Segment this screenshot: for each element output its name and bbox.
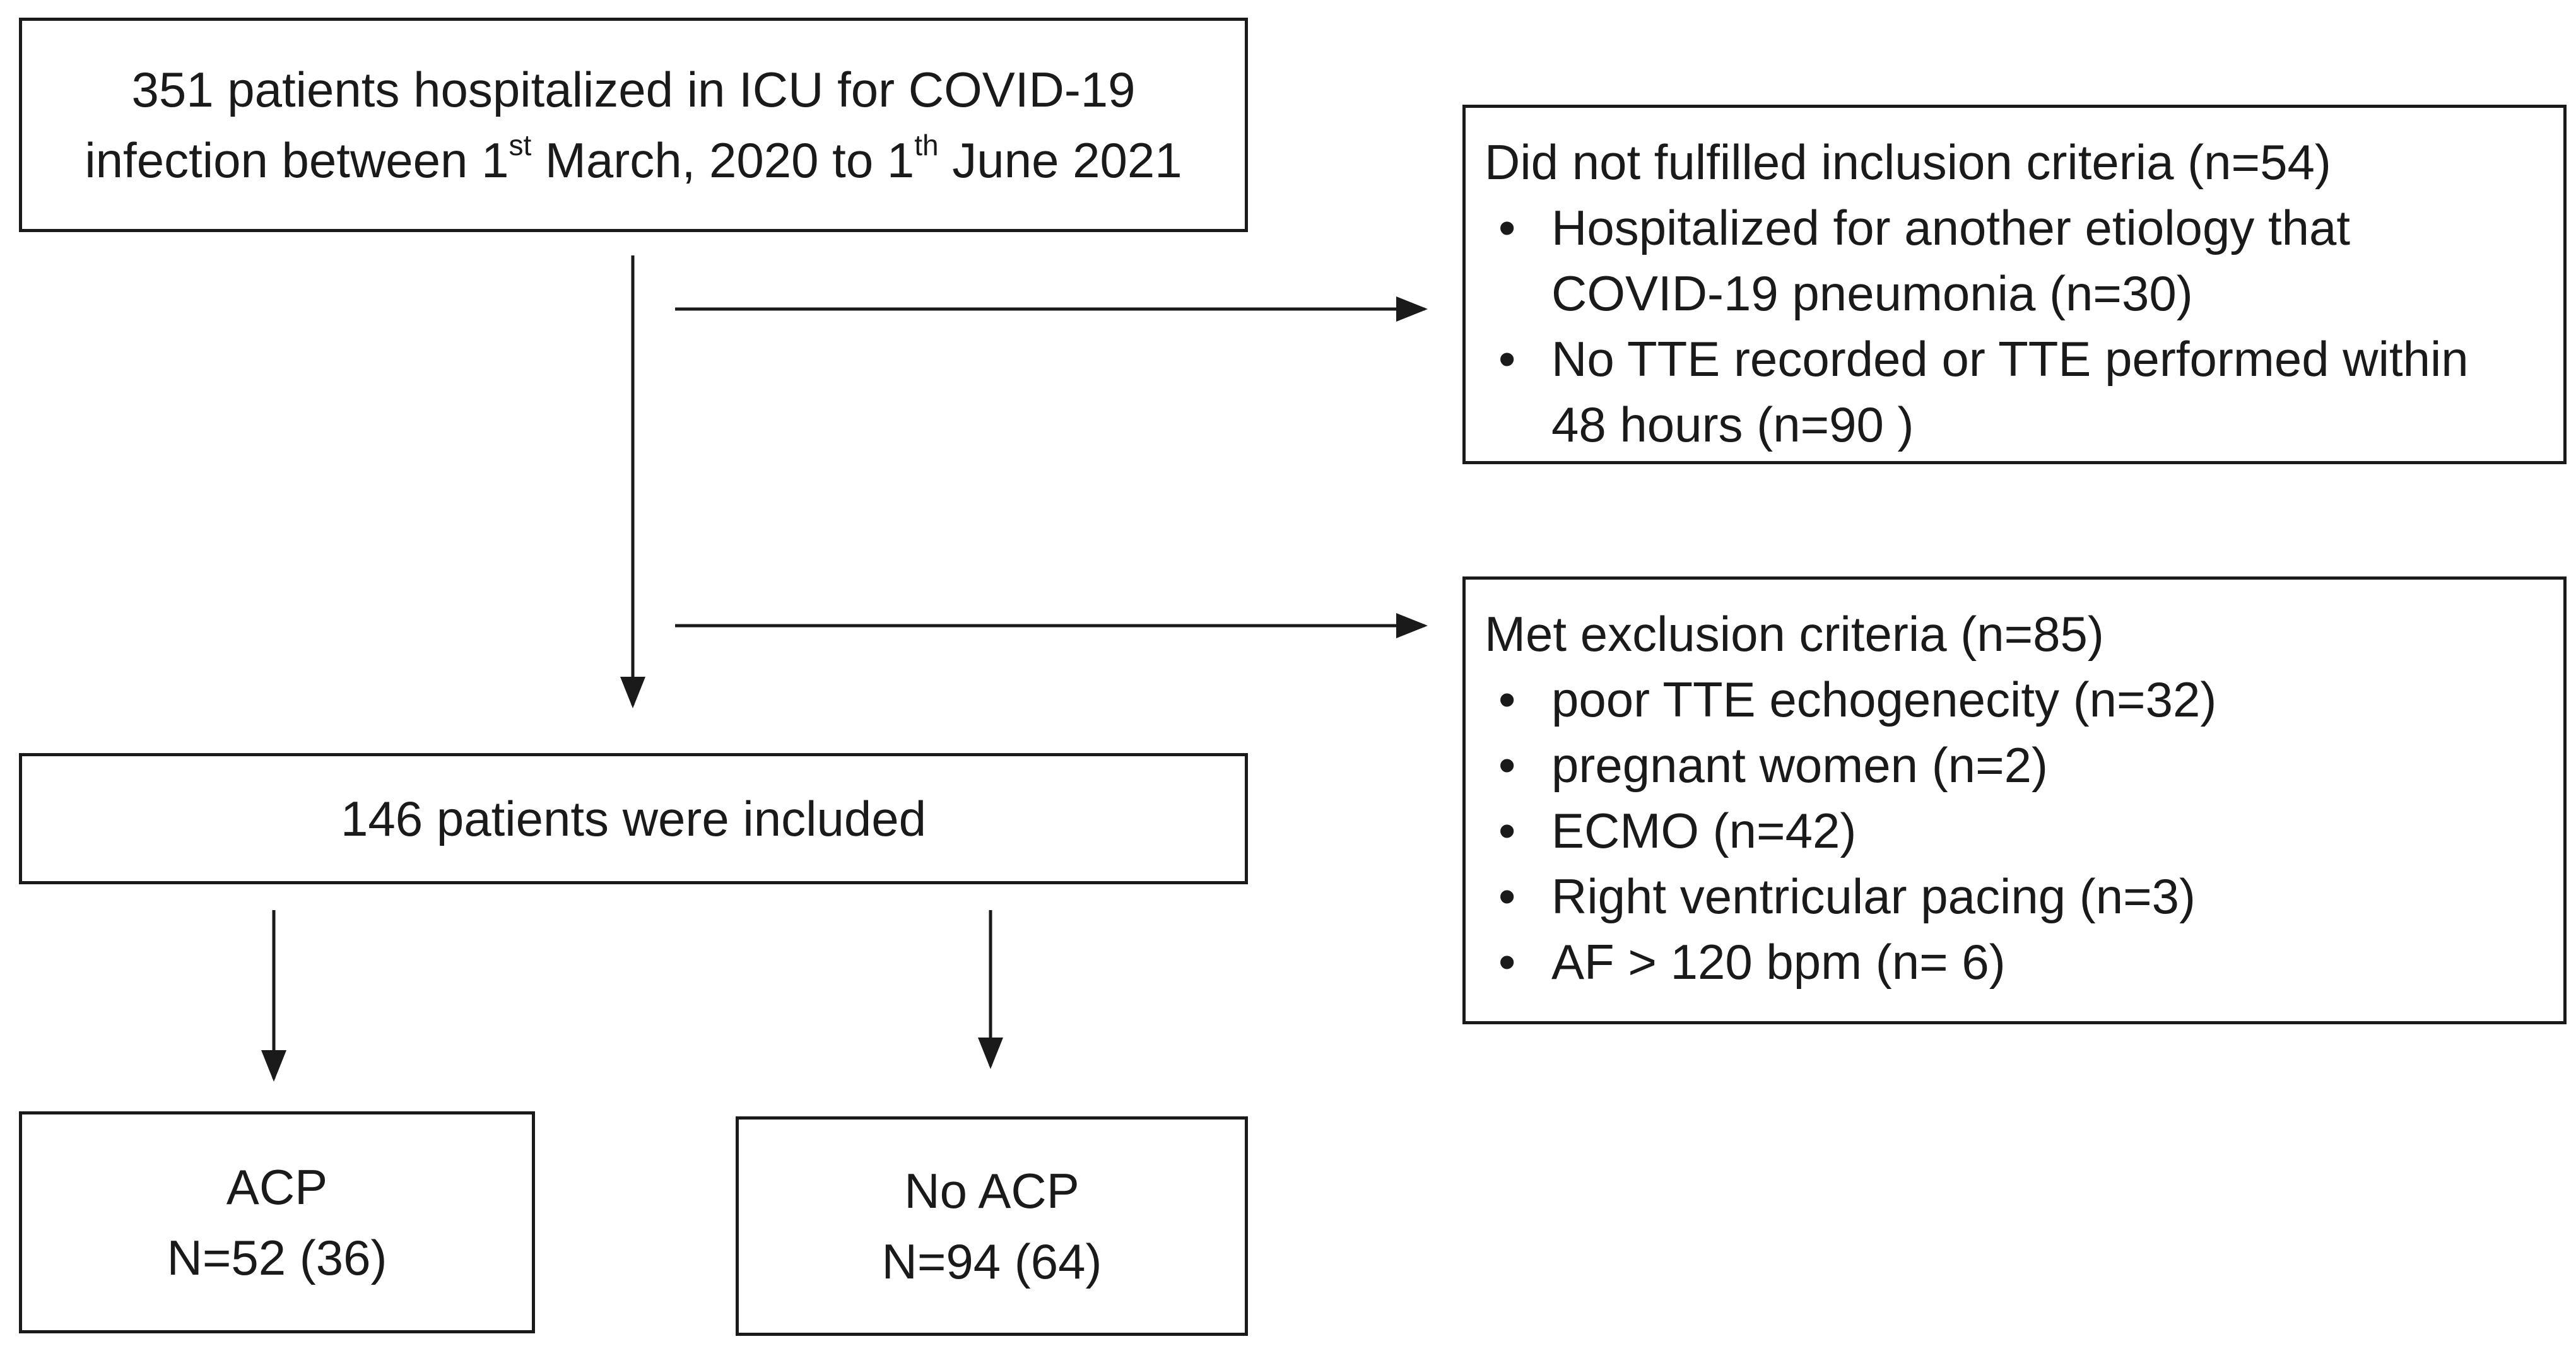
inclusion-item-text: 48 hours (n=90 )	[1551, 397, 1914, 452]
top-box-sup-2: th	[914, 129, 939, 161]
included-patients-text: 146 patients were included	[341, 791, 926, 846]
bullet-glyph: •	[1498, 868, 1516, 924]
no-acp-count: N=94 (64)	[881, 1234, 1102, 1289]
bullet-glyph: •	[1498, 331, 1516, 387]
exclusion-item: • poor TTE echogenecity (n=32)	[1485, 667, 2563, 732]
acp-box: ACP N=52 (36)	[19, 1111, 535, 1333]
exclusion-item-text: AF > 120 bpm (n= 6)	[1551, 934, 2006, 990]
inclusion-item-text: Hospitalized for another etiology that	[1551, 200, 2351, 255]
bullet-glyph: •	[1498, 737, 1516, 793]
top-box: 351 patients hospitalized in ICU for COV…	[19, 18, 1248, 232]
acp-count: N=52 (36)	[167, 1230, 387, 1285]
exclusion-item: • Right ventricular pacing (n=3)	[1485, 863, 2563, 929]
bullet-glyph: •	[1498, 803, 1516, 858]
exclusion-item-text: pregnant women (n=2)	[1551, 737, 2048, 793]
exclusion-item-text: poor TTE echogenecity (n=32)	[1551, 672, 2217, 727]
acp-label: ACP	[226, 1159, 328, 1215]
exclusion-heading: Met exclusion criteria (n=85)	[1485, 606, 2104, 662]
top-box-line-2-b: March, 2020 to 1	[531, 132, 915, 188]
exclusion-item: • pregnant women (n=2)	[1485, 732, 2563, 798]
exclusion-criteria-box: Met exclusion criteria (n=85) • poor TTE …	[1462, 576, 2567, 1024]
no-acp-label: No ACP	[904, 1163, 1079, 1219]
exclusion-item: • ECMO (n=42)	[1485, 798, 2563, 863]
top-box-line-2-c: June 2021	[938, 132, 1182, 188]
included-patients-box: 146 patients were included	[19, 753, 1248, 884]
bullet-glyph: •	[1498, 200, 1516, 255]
top-box-sup-1: st	[509, 129, 532, 161]
bullet-glyph: •	[1498, 672, 1516, 727]
inclusion-heading: Did not fulfilled inclusion criteria (n=…	[1485, 134, 2331, 190]
top-box-line-1: 351 patients hospitalized in ICU for COV…	[131, 62, 1136, 117]
exclusion-item-text: Right ventricular pacing (n=3)	[1551, 868, 2196, 924]
inclusion-item-text: COVID-19 pneumonia (n=30)	[1551, 266, 2193, 321]
inclusion-item: • No TTE recorded or TTE performed withi…	[1485, 326, 2563, 457]
inclusion-item: • Hospitalized for another etiology that…	[1485, 195, 2563, 326]
inclusion-item-text: No TTE recorded or TTE performed within	[1551, 331, 2469, 387]
bullet-glyph: •	[1498, 934, 1516, 990]
exclusion-list: • poor TTE echogenecity (n=32) • pregnant …	[1485, 667, 2563, 995]
no-acp-box: No ACP N=94 (64)	[736, 1116, 1248, 1336]
exclusion-item-text: ECMO (n=42)	[1551, 803, 1857, 858]
exclusion-item: • AF > 120 bpm (n= 6)	[1485, 929, 2563, 995]
top-box-line-2-a: infection between 1	[85, 132, 509, 188]
top-box-line-2: infection between 1st March, 2020 to 1th…	[85, 125, 1182, 196]
inclusion-list: • Hospitalized for another etiology that…	[1485, 195, 2563, 457]
inclusion-criteria-box: Did not fulfilled inclusion criteria (n=…	[1462, 105, 2567, 464]
